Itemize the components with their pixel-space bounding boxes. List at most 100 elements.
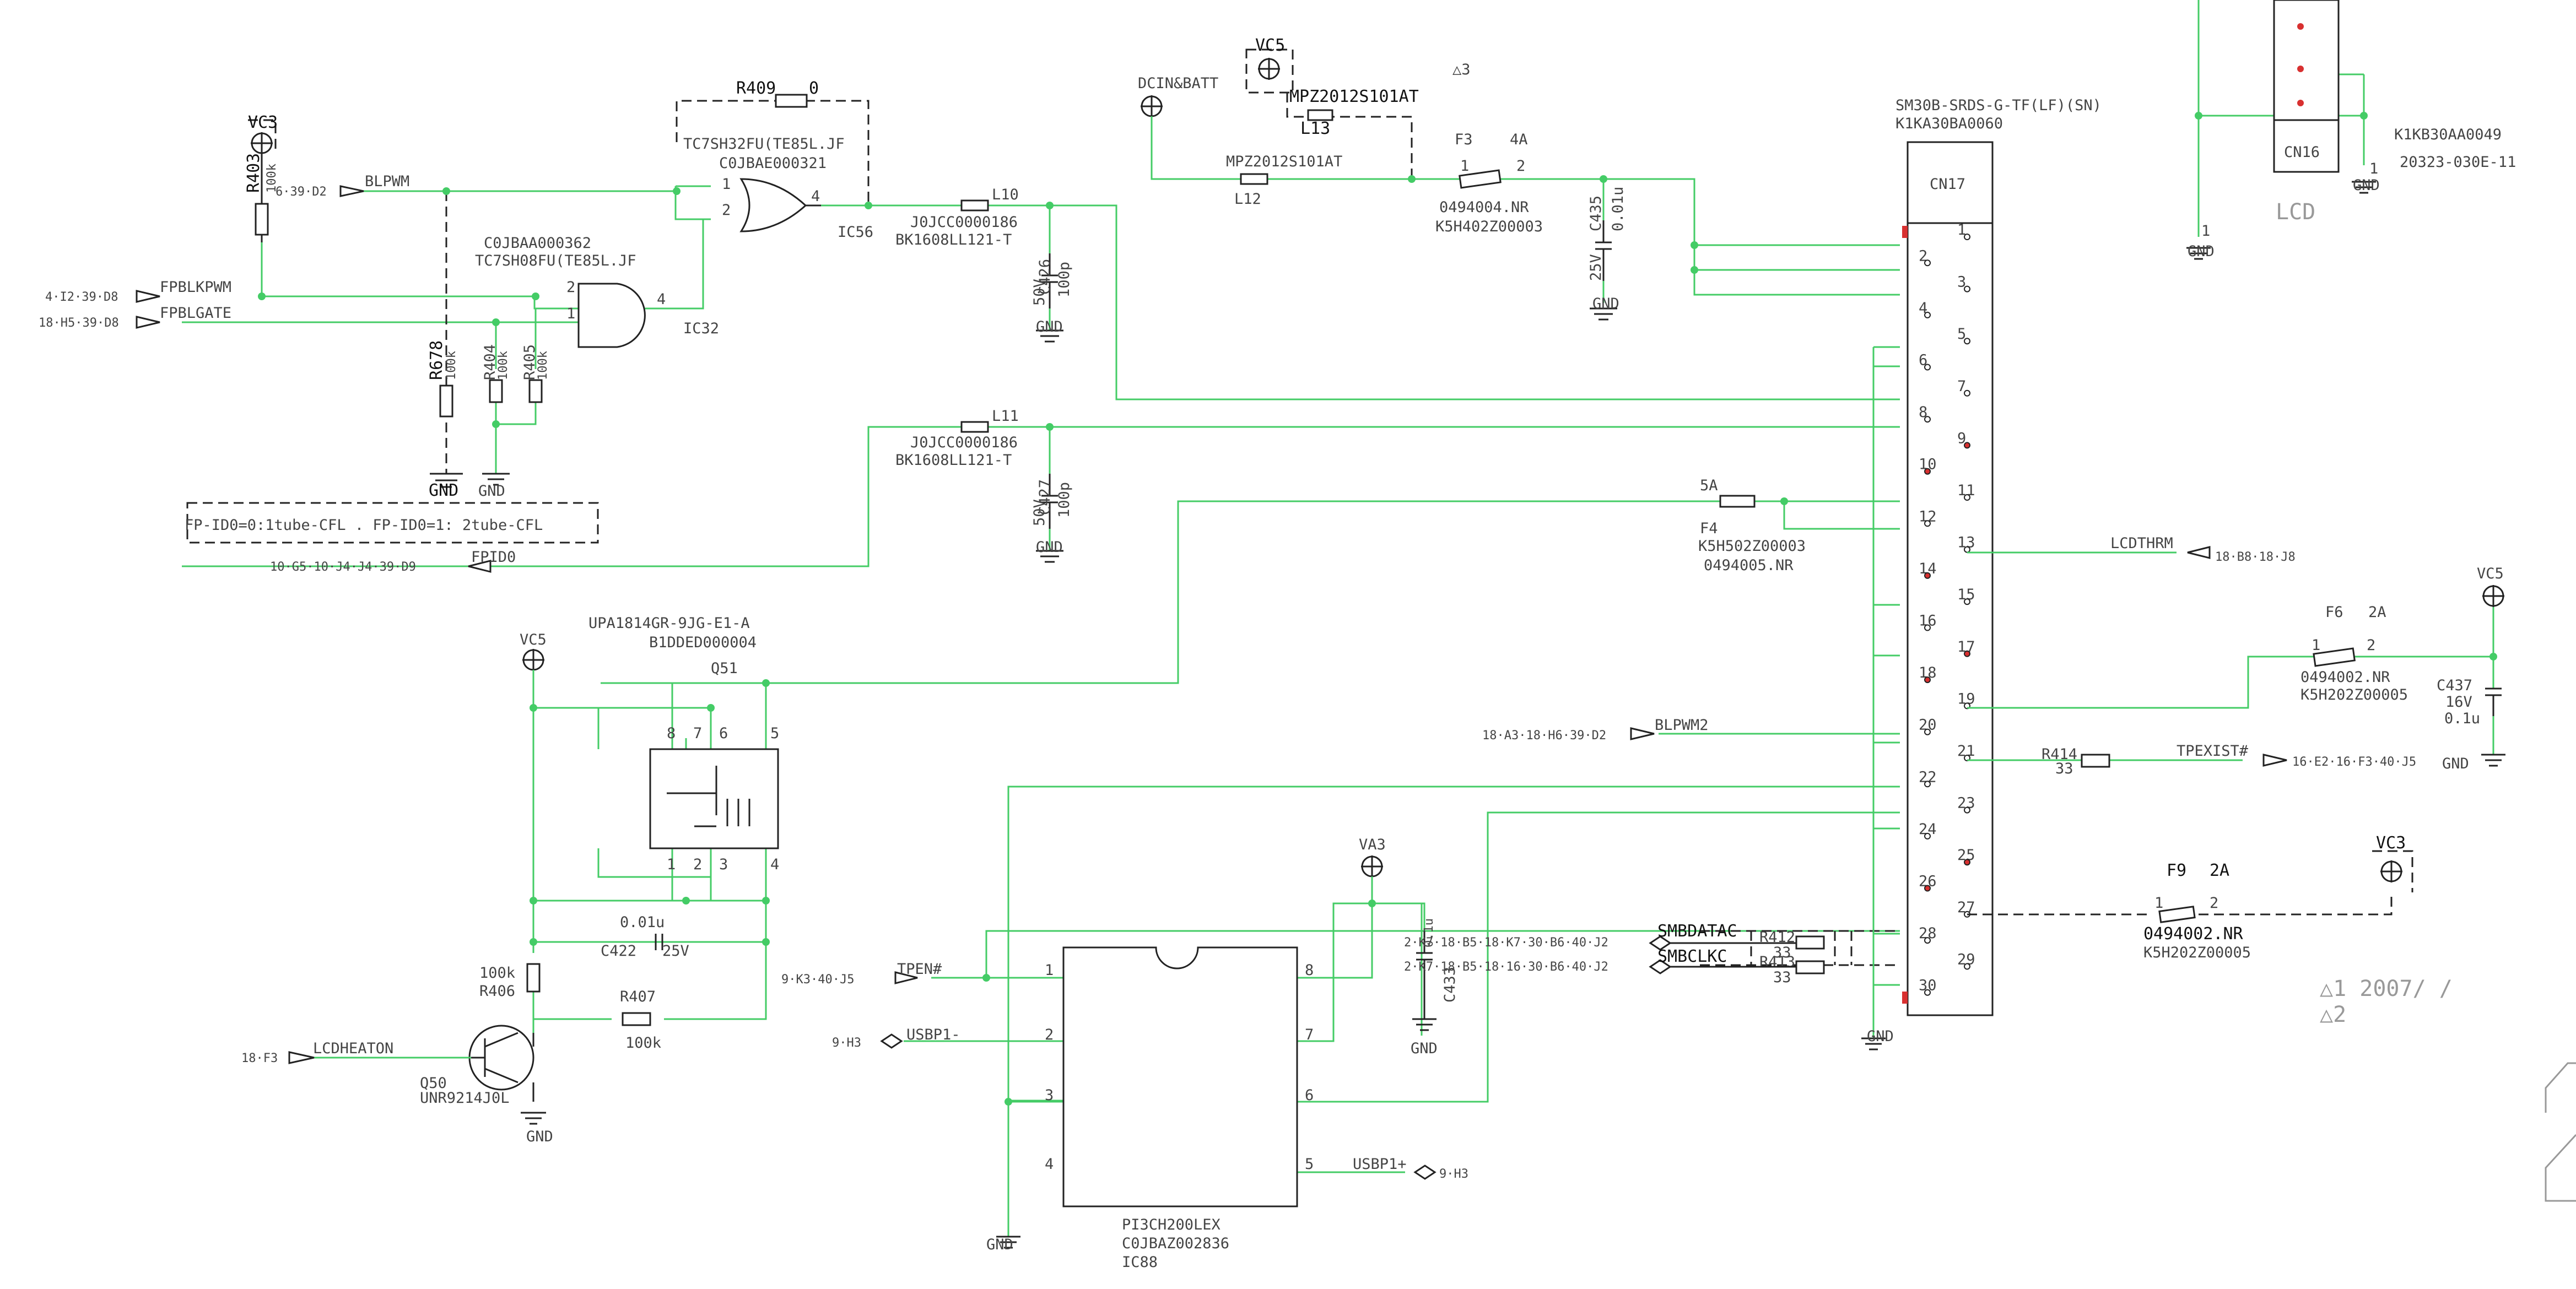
f3-part: 0494004.NR <box>1439 199 1529 216</box>
r407-val: 100k <box>625 1035 661 1052</box>
ground-icon <box>2352 181 2376 194</box>
r412-val: 33 <box>1773 944 1791 961</box>
q51-pin5: 5 <box>770 725 779 742</box>
filter-section: L10 J0JCC0000186 BK1608LL121-T L11 J0JCC… <box>867 186 1900 563</box>
c422-volt: 25V <box>662 943 689 960</box>
resistor-r405 <box>528 379 543 403</box>
cn17-pin-marker <box>1924 572 1931 579</box>
c433-val: 0.1u <box>1422 918 1436 947</box>
cn16-pin1b: 1 <box>2201 223 2210 240</box>
gnd-label-l: GND <box>2188 243 2215 260</box>
cn17-pin-marker <box>1964 389 1970 397</box>
cn16-body <box>2273 0 2340 173</box>
gnd-label-g: GND <box>986 1236 1013 1253</box>
q51-pin1: 1 <box>667 856 676 873</box>
q51-pin3: 3 <box>719 856 728 873</box>
rev-marker-1: △1 2007/ / <box>2320 976 2453 1001</box>
cn17-pin-5: 5 <box>1957 326 1966 343</box>
net-tpen: TPEN# <box>897 961 942 978</box>
cn17-pin-marker <box>1964 442 1970 449</box>
net-lcdheaton-ref: 18·F3 <box>241 1052 278 1065</box>
mosfet-section: VC5 UPA1814GR-9JG-E1-A B1DDED000004 Q51 … <box>241 500 1900 1145</box>
f4-rating: 5A <box>1700 477 1718 494</box>
fuse-f9 <box>2158 906 2196 923</box>
ic88-part: C0JBAZ002836 <box>1122 1235 1229 1252</box>
l13-model: MPZ2012S101AT <box>1289 87 1419 106</box>
ground-icon <box>1590 307 1617 321</box>
f3-ref: F3 <box>1455 131 1473 148</box>
fuse-f4 <box>1719 495 1756 508</box>
capacitor-c433 <box>1416 931 1433 1019</box>
ic88-pin6: 6 <box>1305 1087 1314 1104</box>
r409-ref: R409 <box>736 79 776 98</box>
gnd-label-c: GND <box>1036 318 1063 335</box>
cn17-pin-2: 2 <box>1919 247 1927 264</box>
cn17-pin-marker <box>1924 989 1931 996</box>
resistor-r409 <box>775 94 808 108</box>
gnd-label-f: GND <box>526 1128 553 1145</box>
f9-ref: F9 <box>2167 861 2186 880</box>
net-fpblgate: FPBLGATE <box>160 305 231 322</box>
r406-ref: R406 <box>479 983 515 1000</box>
resistor-r407 <box>622 1012 651 1026</box>
gnd-label-d: GND <box>1036 539 1063 556</box>
cn17-model: SM30B-SRDS-G-TF(LF)(SN) <box>1895 97 2102 114</box>
offpage-usbp1m-icon <box>880 1033 903 1049</box>
ic88-pin7: 7 <box>1305 1026 1314 1043</box>
net-smbclk-ref: 2·K7·18·B5·18·16·30·B6·40·J2 <box>1404 960 1608 974</box>
net-blpwm: BLPWM <box>365 173 409 190</box>
f4-part: 0494005.NR <box>1704 557 1794 574</box>
inductor-l12 <box>1240 173 1268 185</box>
ic88-pin4: 4 <box>1045 1156 1054 1173</box>
power-input-section: DCIN&BATT MPZ2012S101AT L12 VC5 MPZ2012S… <box>1138 36 1900 321</box>
c433-ref: C433 <box>1441 967 1459 1003</box>
cn17-pin-9: 9 <box>1957 430 1966 447</box>
ground-icon <box>2186 247 2211 260</box>
vc5-label-a: VC5 <box>1255 36 1285 55</box>
r404-val: 100k <box>496 351 510 380</box>
net-fpblkpwm-ref: 4·I2·39·D8 <box>45 290 118 304</box>
r413-ref: R413 <box>1759 954 1795 971</box>
f6-pin2: 2 <box>2367 637 2375 654</box>
cn16-pin1a: 1 <box>2369 160 2378 177</box>
q51-model: UPA1814GR-9JG-E1-A <box>588 615 750 632</box>
l10-part: J0JCC0000186 <box>910 214 1018 231</box>
capacitor-c427 <box>1041 474 1058 529</box>
vc3-label-b: VC3 <box>2376 833 2406 853</box>
cn17-pin-marker <box>1924 624 1931 631</box>
net-tpexist-ref: 16·E2·16·F3·40·J5 <box>2292 755 2416 769</box>
f9-code: K5H202Z00005 <box>2143 944 2251 961</box>
cn16-part: K1KB30AA0049 <box>2394 126 2502 143</box>
cn17-pin-marker <box>1964 546 1970 553</box>
net-usbp1m: USBP1- <box>906 1026 960 1043</box>
ic32-pin2: 2 <box>566 279 575 296</box>
cn17-pin-marker <box>1964 806 1970 814</box>
cn17-ref: CN17 <box>1930 176 1965 193</box>
offpage-fpblgate-icon <box>136 316 160 329</box>
ic32-pin1: 1 <box>566 305 575 322</box>
offpage-lcdheaton-icon <box>288 1051 315 1064</box>
net-usbp1p: USBP1+ <box>1353 1156 1407 1173</box>
ground-icon <box>1412 1018 1436 1031</box>
or-gate-ic56 <box>739 178 807 232</box>
f3-pin1: 1 <box>1460 158 1469 175</box>
net-blpwm2: BLPWM2 <box>1655 717 1709 734</box>
q51-pin7: 7 <box>693 725 702 742</box>
cn17-pin-marker <box>1924 676 1931 684</box>
net-tpen-ref: 9·K3·40·J5 <box>781 973 854 987</box>
q51-part: B1DDED000004 <box>649 634 757 651</box>
r403-ref: R403 <box>244 153 263 193</box>
f9-part: 0494002.NR <box>2143 924 2244 944</box>
net-fpid0-ref: 10·G5·10·J4·J4·39·D9 <box>270 560 416 574</box>
c422-ref: C422 <box>601 943 636 960</box>
resistor-r406 <box>526 963 541 993</box>
net-fpblgate-ref: 18·H5·39·D8 <box>39 316 119 330</box>
cn17-pins: 1234567891011121314151617181920212223242… <box>1919 221 1975 996</box>
offpage-usbp1p-icon <box>1413 1165 1436 1180</box>
resistor-r412 <box>1795 935 1825 950</box>
f6-ref: F6 <box>2325 604 2343 621</box>
q51-ref: Q51 <box>711 660 738 677</box>
cn17-pin-1: 1 <box>1957 221 1966 239</box>
net-usbp1m-ref: 9·H3 <box>832 1036 861 1050</box>
l12-model: MPZ2012S101AT <box>1226 153 1342 170</box>
